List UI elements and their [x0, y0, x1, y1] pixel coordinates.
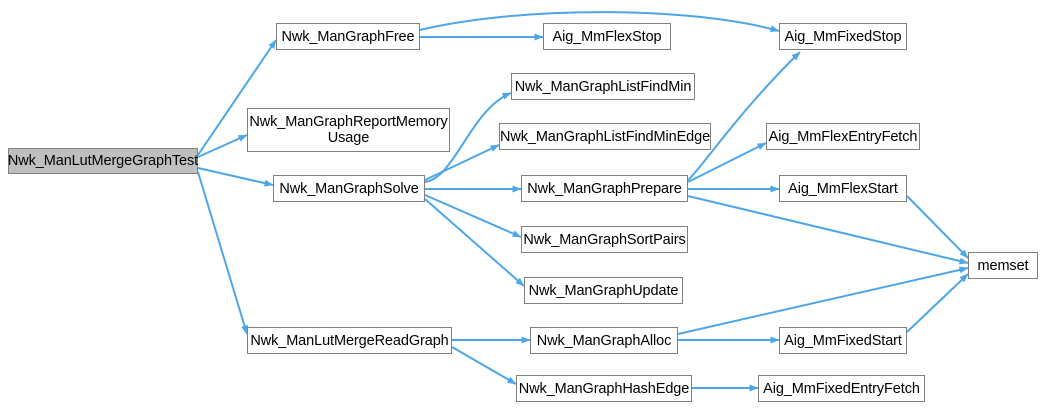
edge-graphalloc-to-memset	[677, 266, 969, 335]
edge-flexstart-to-memset	[906, 195, 969, 259]
edge-fixedstart-to-memset	[906, 273, 969, 333]
graph-node-listfindmin[interactable]: Nwk_ManGraphListFindMin	[511, 73, 695, 100]
graph-node-graphalloc[interactable]: Nwk_ManGraphAlloc	[530, 327, 678, 354]
graph-node-graphfree[interactable]: Nwk_ManGraphFree	[276, 23, 420, 50]
graph-node-fixedentryfetch[interactable]: Aig_MmFixedEntryFetch	[758, 375, 925, 402]
graph-node-graphprepare[interactable]: Nwk_ManGraphPrepare	[521, 175, 688, 202]
edge-graphprepare-to-memset	[687, 195, 969, 265]
graph-node-sortpairs[interactable]: Nwk_ManGraphSortPairs	[521, 226, 688, 253]
graph-node-listfindminedge[interactable]: Nwk_ManGraphListFindMinEdge	[499, 123, 711, 150]
graph-node-fixedstop[interactable]: Aig_MmFixedStop	[779, 23, 907, 50]
graph-node-reportmemory[interactable]: Nwk_ManGraphReportMemory Usage	[247, 108, 450, 152]
graph-node-graphsolve[interactable]: Nwk_ManGraphSolve	[273, 175, 425, 202]
edge-root-to-graphsolve	[197, 167, 274, 187]
graph-node-flexentryfetch[interactable]: Aig_MmFlexEntryFetch	[766, 123, 920, 150]
graph-node-fixedstart[interactable]: Aig_MmFixedStart	[779, 327, 907, 354]
edge-root-to-readgraph	[197, 171, 248, 335]
graph-node-memset[interactable]: memset	[968, 252, 1038, 279]
edge-graphsolve-to-sortpairs	[424, 194, 522, 238]
graph-node-flexstop[interactable]: Aig_MmFlexStop	[543, 23, 671, 50]
graph-node-flexstart[interactable]: Aig_MmFlexStart	[779, 175, 907, 202]
edge-root-to-reportmemory	[197, 134, 248, 158]
graph-node-root[interactable]: Nwk_ManLutMergeGraphTest	[8, 148, 198, 174]
edge-readgraph-to-hashedge	[451, 346, 517, 385]
edge-graphsolve-to-graphupdate	[424, 198, 525, 287]
graph-node-readgraph[interactable]: Nwk_ManLutMergeReadGraph	[247, 327, 452, 354]
graph-node-graphupdate[interactable]: Nwk_ManGraphUpdate	[524, 277, 683, 304]
graph-node-hashedge[interactable]: Nwk_ManGraphHashEdge	[516, 375, 692, 402]
edge-graphprepare-to-fixedstop	[687, 51, 801, 181]
